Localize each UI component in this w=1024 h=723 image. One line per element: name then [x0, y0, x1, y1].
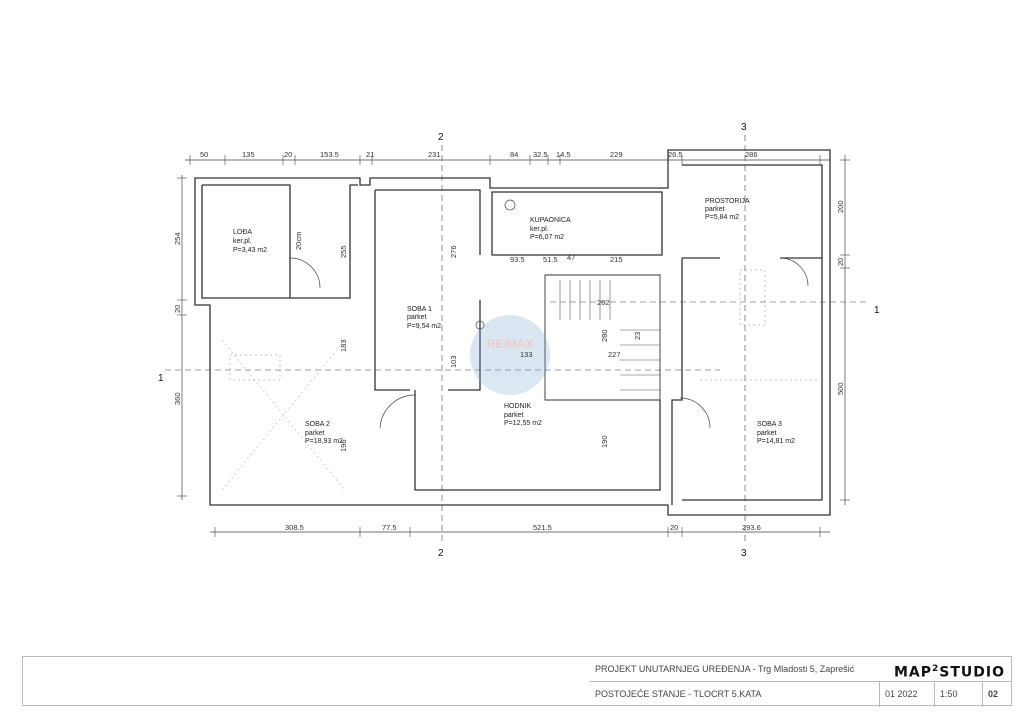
- dim-top: 32.5: [533, 150, 548, 159]
- room-label-soba-3: SOBA 3 parket P=14,81 m2: [757, 421, 795, 445]
- dim-inner: 227: [608, 350, 621, 359]
- axis-label-left-1: 1: [158, 373, 164, 384]
- dim-inner: 51.5: [543, 255, 558, 264]
- room-floor: ker.pl.: [233, 238, 252, 245]
- watermark-logo: RE/MAX: [470, 315, 550, 395]
- room-name: HODNIK: [504, 403, 532, 410]
- title-block: PROJEKT UNUTARNJEG UREĐENJA - Trg Mlados…: [22, 656, 1012, 707]
- axis-label-right-1: 1: [874, 305, 880, 316]
- dim-inner: 103: [449, 355, 458, 368]
- room-label-soba-2: SOBA 2 parket P=18,93 m2: [305, 421, 343, 445]
- dim-bottom: 521.5: [533, 523, 552, 532]
- sheet-date: 01 2022: [885, 689, 918, 699]
- room-label-lodja: LOĐA ker.pl. P=3,43 m2: [233, 229, 267, 254]
- room-area: P=12,55 m2: [504, 420, 542, 427]
- dim-bottom: 77.5: [382, 523, 397, 532]
- dim-top: 21: [366, 150, 374, 159]
- room-floor: parket: [757, 430, 777, 437]
- dim-bottom: 308.5: [285, 523, 304, 532]
- sheet-number: 02: [988, 689, 999, 699]
- room-area: P=18,93 m2: [305, 438, 343, 445]
- dim-top: 84: [510, 150, 518, 159]
- dim-inner: 276: [449, 245, 458, 258]
- title-block-row-sheet: POSTOJEĆE STANJE - TLOCRT 5.KATA 01 2022…: [589, 681, 1011, 707]
- room-area: P=14,81 m2: [757, 438, 795, 445]
- room-label-kupaonica: KUPAONICA ker.pl. P=6,07 m2: [530, 217, 571, 241]
- dim-top: 20: [284, 150, 292, 159]
- sheet-scale: 1:50: [940, 689, 958, 699]
- room-name: PROSTORIJA: [705, 198, 750, 205]
- dim-top: 286: [745, 150, 758, 159]
- room-label-prostorija: PROSTORIJA parket P=5,84 m2: [705, 198, 750, 221]
- dim-bottom: 293.6: [742, 523, 761, 532]
- room-label-soba-1: SOBA 1 parket P=9,54 m2: [407, 306, 441, 330]
- dim-inner: 196: [339, 439, 348, 452]
- project-title: PROJEKT UNUTARNJEG UREĐENJA - Trg Mlados…: [595, 664, 855, 674]
- room-area: P=6,07 m2: [530, 234, 564, 241]
- sheet-title: POSTOJEĆE STANJE - TLOCRT 5.KATA: [595, 689, 762, 699]
- room-floor: ker.pl.: [530, 226, 549, 233]
- dim-inner: 93.5: [510, 255, 525, 264]
- dim-inner: 215: [610, 255, 623, 264]
- room-name: LOĐA: [233, 229, 252, 236]
- dim-inner: 280: [600, 329, 609, 342]
- room-floor: parket: [407, 314, 427, 321]
- dim-right: 200: [836, 200, 845, 213]
- title-block-row-project: PROJEKT UNUTARNJEG UREĐENJA - Trg Mlados…: [589, 657, 1011, 682]
- dim-inner: 23: [633, 332, 642, 340]
- studio-logo: MAP2STUDIO: [893, 664, 1005, 681]
- dim-inner: 20cm: [294, 232, 303, 250]
- room-floor: parket: [705, 206, 725, 213]
- room-label-hodnik: HODNIK parket P=12,55 m2: [504, 403, 542, 427]
- room-name: SOBA 2: [305, 421, 330, 428]
- dim-right: 500: [836, 382, 845, 395]
- dim-inner: 183: [339, 339, 348, 352]
- dim-top: 229: [610, 150, 623, 159]
- dim-inner: 262: [597, 298, 610, 307]
- dim-inner: 190: [600, 435, 609, 448]
- dim-right: 20: [836, 258, 845, 266]
- axis-label-bottom-3: 3: [741, 548, 747, 559]
- dim-top: 135: [242, 150, 255, 159]
- room-area: P=5,84 m2: [705, 214, 739, 221]
- dim-inner: 133: [520, 350, 533, 359]
- dim-bottom: 20: [670, 523, 678, 532]
- dim-left: 20: [173, 305, 182, 313]
- room-floor: parket: [305, 430, 325, 437]
- dim-left: 360: [173, 392, 182, 405]
- dim-inner: 255: [339, 245, 348, 258]
- room-name: SOBA 3: [757, 421, 782, 428]
- dim-top: 26.5: [668, 150, 683, 159]
- axis-label-top-3: 3: [741, 122, 747, 133]
- axis-label-top-2: 2: [438, 132, 444, 143]
- dim-top: 153.5: [320, 150, 339, 159]
- room-name: SOBA 1: [407, 306, 432, 313]
- dim-left: 254: [173, 232, 182, 245]
- dim-top: 231: [428, 150, 441, 159]
- axis-label-bottom-2: 2: [438, 548, 444, 559]
- watermark-text: RE/MAX: [487, 337, 534, 351]
- dim-inner: 47: [567, 253, 575, 262]
- room-area: P=9,54 m2: [407, 323, 441, 330]
- dim-top: 14.5: [556, 150, 571, 159]
- room-name: KUPAONICA: [530, 217, 571, 224]
- room-floor: parket: [504, 412, 524, 419]
- floor-plan: RE/MAX 2 3 2 3 1 1 50 135 20 153.5 21 23…: [158, 122, 880, 559]
- dim-top: 50: [200, 150, 208, 159]
- room-area: P=3,43 m2: [233, 247, 267, 254]
